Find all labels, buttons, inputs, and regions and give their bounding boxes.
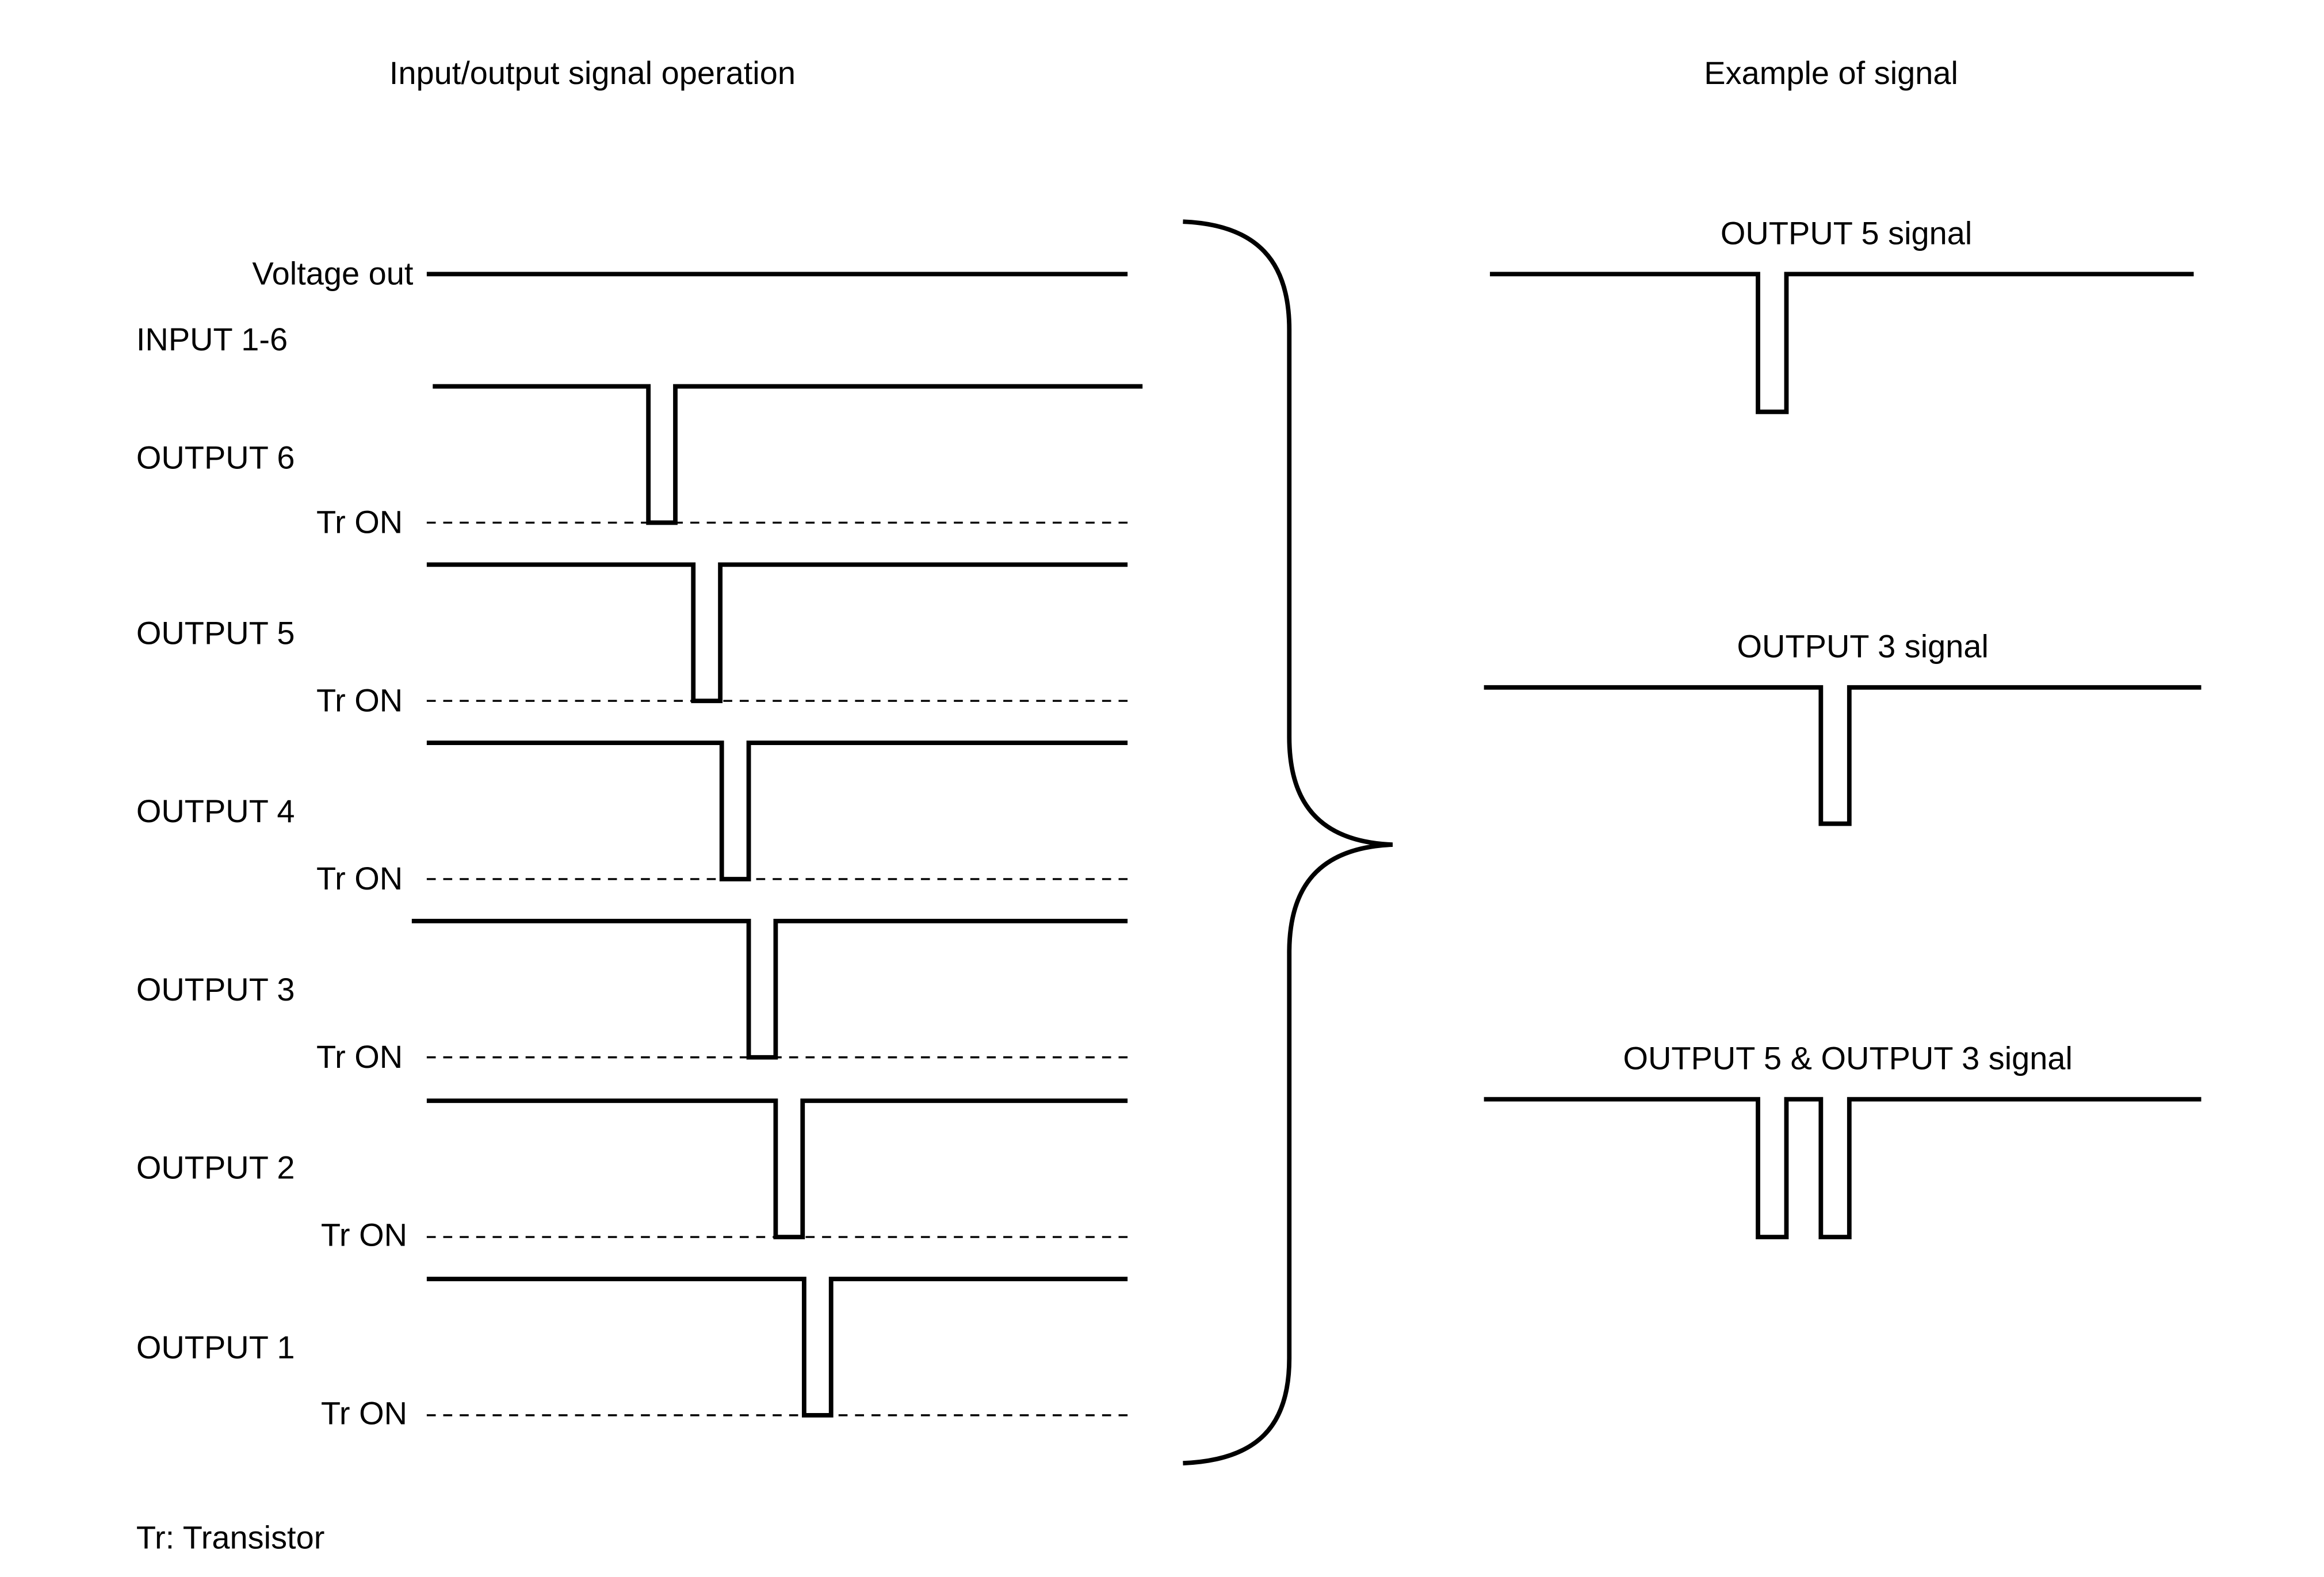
output-6-tr-on-label: Tr ON — [316, 504, 403, 540]
heading-example: Example of signal — [1704, 55, 1958, 91]
output-6-waveform — [433, 384, 1143, 525]
example-3-title: OUTPUT 5 & OUTPUT 3 signal — [1623, 1040, 2073, 1076]
grouping-brace — [1183, 219, 1393, 1466]
output-6-label: OUTPUT 6 — [136, 440, 295, 476]
example-3-waveform — [1484, 1097, 2201, 1240]
output-2-waveform — [426, 1098, 1128, 1240]
output-1-waveform — [426, 1277, 1128, 1418]
example-1-waveform — [1490, 272, 2194, 414]
output-4-tr-on-label: Tr ON — [316, 860, 403, 896]
output-3-tr-on-label: Tr ON — [316, 1038, 403, 1075]
output-4-waveform — [426, 740, 1128, 881]
output-2-tr-on-label: Tr ON — [321, 1217, 407, 1253]
voltage-out-label: Voltage out — [252, 255, 413, 292]
input-label: INPUT 1-6 — [136, 321, 288, 357]
example-2-waveform — [1484, 685, 2201, 826]
output-2-label: OUTPUT 2 — [136, 1150, 295, 1186]
output-4-label: OUTPUT 4 — [136, 793, 295, 829]
output-5-waveform — [426, 562, 1128, 704]
output-5-label: OUTPUT 5 — [136, 614, 295, 651]
output-3-waveform — [411, 918, 1128, 1060]
heading-io-operation: Input/output signal operation — [389, 55, 796, 91]
output-1-label: OUTPUT 1 — [136, 1329, 295, 1365]
output-5-tr-on-label: Tr ON — [316, 682, 403, 718]
example-1-title: OUTPUT 5 signal — [1721, 215, 1972, 251]
footnote-transistor: Tr: Transistor — [136, 1519, 324, 1556]
output-1-tr-on-label: Tr ON — [321, 1395, 407, 1431]
output-3-label: OUTPUT 3 — [136, 971, 295, 1007]
example-2-title: OUTPUT 3 signal — [1737, 628, 1989, 665]
